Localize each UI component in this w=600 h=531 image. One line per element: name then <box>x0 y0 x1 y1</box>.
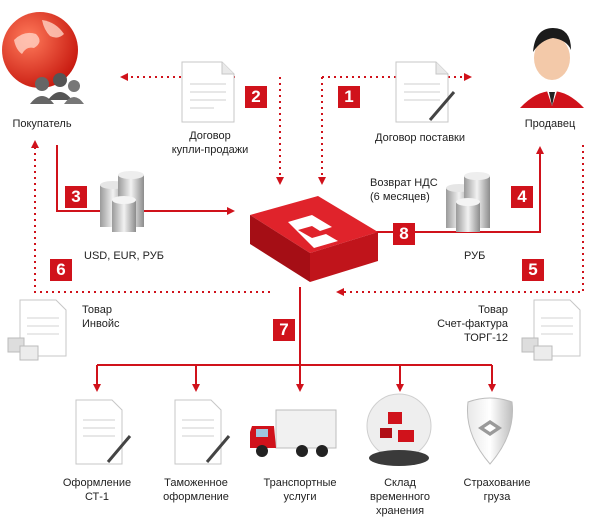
step-badge-7: 7 <box>273 319 295 341</box>
document-pen-icon <box>75 399 132 465</box>
service-label-5a: Страхование <box>463 477 531 489</box>
currencies-label: USD, EUR, РУБ <box>84 250 164 262</box>
goods-right-line1: Товар <box>478 304 508 316</box>
service-label-2a: Таможенное <box>164 477 228 489</box>
coins-stack-icon <box>100 171 144 232</box>
step-badge-1: 1 <box>338 86 360 108</box>
goods-left-line2: Инвойс <box>82 318 120 330</box>
service-label-5b: груза <box>483 491 511 503</box>
document-pen-icon <box>395 61 456 123</box>
purchase-contract-line2: купли-продажи <box>171 144 249 156</box>
warehouse-globe-icon <box>366 393 432 466</box>
company-logo-block-icon <box>250 196 378 282</box>
purchase-contract-line1: Договор <box>189 130 231 142</box>
service-label-1b: СТ-1 <box>84 491 110 503</box>
seller-avatar-icon <box>520 28 584 108</box>
goods-right-line3: ТОРГ-12 <box>464 332 508 344</box>
truck-icon <box>250 409 337 457</box>
supply-contract-label: Договор поставки <box>375 132 465 144</box>
step-badge-8: 8 <box>393 223 415 245</box>
globe-people-icon <box>2 12 84 104</box>
coins-stack-icon <box>446 172 490 232</box>
service-label-1a: Оформление <box>62 477 132 489</box>
vat-refund-line1: Возврат НДС <box>370 177 438 189</box>
rub-label: РУБ <box>464 250 486 262</box>
step-badge-4: 4 <box>511 186 533 208</box>
service-label-3b: услуги <box>283 491 317 503</box>
document-icon <box>181 61 235 123</box>
step-badge-6: 6 <box>50 259 72 281</box>
service-label-3a: Транспортные <box>263 477 337 489</box>
service-label-4c: хранения <box>375 505 425 517</box>
goods-left-line1: Товар <box>82 304 112 316</box>
service-label-2b: оформление <box>163 491 229 503</box>
step-badge-2: 2 <box>245 86 267 108</box>
step-badge-3: 3 <box>65 186 87 208</box>
document-pen-icon <box>174 399 231 465</box>
buyer-label: Покупатель <box>12 118 72 130</box>
document-boxes-icon <box>7 299 67 361</box>
document-boxes-icon <box>521 299 581 361</box>
step-badge-5: 5 <box>522 259 544 281</box>
seller-label: Продавец <box>524 118 576 130</box>
vat-refund-line2: (6 месяцев) <box>370 191 430 203</box>
service-label-4b: временного <box>370 491 430 503</box>
goods-right-line2: Счет-фактура <box>437 318 508 330</box>
service-label-4a: Склад <box>384 477 416 489</box>
insurance-shield-icon <box>466 397 514 465</box>
